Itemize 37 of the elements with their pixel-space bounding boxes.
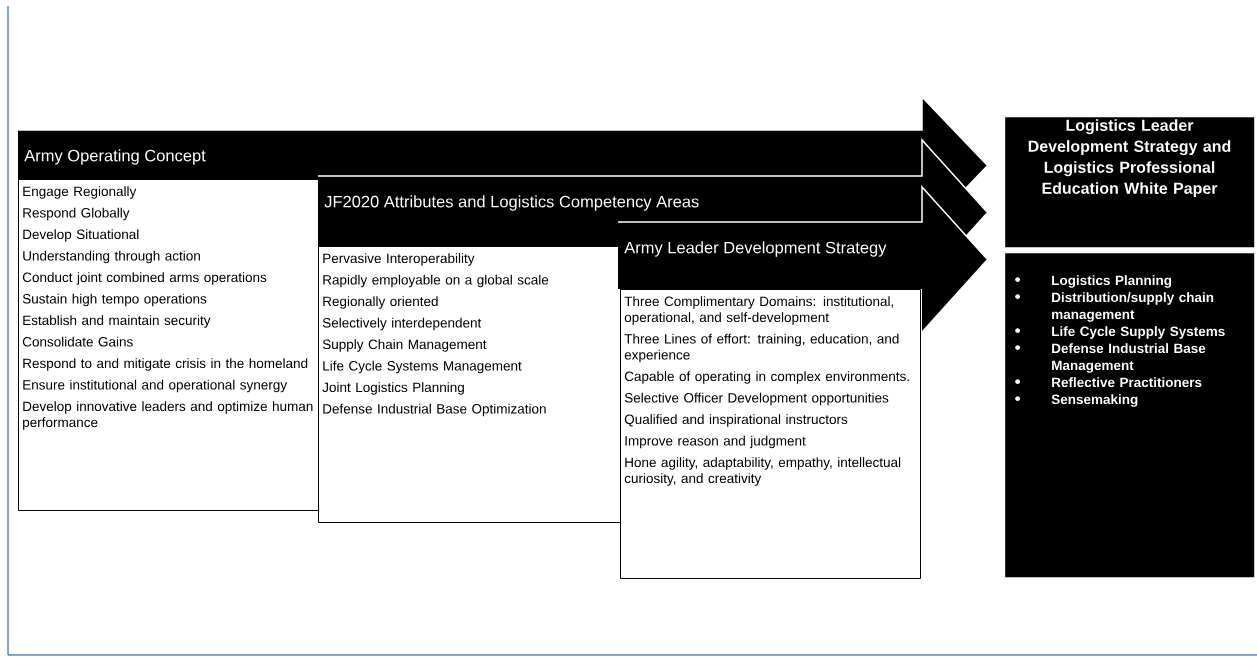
list-item: Respond to and mitigate crisis in the homeland: [23, 358, 308, 371]
list-item: Consolidate Gains: [22, 336, 133, 347]
list-item: Establish and maintain security: [23, 315, 211, 328]
list-item: Improve reason and judgment: [625, 435, 806, 449]
list-box: [620, 289, 921, 579]
list-item: Supply Chain Management: [322, 339, 487, 352]
list-item: Life Cycle Supply Systems: [1052, 326, 1225, 339]
list-item: Sustain high tempo operations: [22, 293, 207, 307]
list-item: Hone agility, adaptability, empathy, intellectual curiosity, and creativity: [624, 457, 901, 486]
list-box: [18, 179, 319, 511]
list-item: Understanding through action: [23, 250, 200, 264]
list-item: Qualified and inspirational instructors: [624, 414, 848, 427]
list-box: [318, 246, 621, 523]
list-item: Life Cycle Systems Management: [323, 360, 522, 374]
list-item: Respond Globally: [23, 207, 130, 221]
list-item: Selectively interdependent: [322, 317, 482, 331]
list-item: Develop innovative leaders and optimize human performance: [23, 401, 313, 430]
list-item: Defense Industrial Base Management: [1052, 343, 1206, 373]
node-label: Army Operating Concept: [24, 149, 206, 165]
list-item: Pervasive Interoperability: [323, 253, 475, 266]
list-item: Distribution/supply chain management: [1052, 292, 1214, 322]
title-box: Logistics Leader Development Strategy and Logistics Professional Education White Paper: [1005, 117, 1255, 248]
list-item: Defense Industrial Base Optimization: [323, 403, 546, 417]
node-label: Army Leader Development Strategy: [624, 241, 887, 257]
list-item: Logistics Planning: [1052, 275, 1172, 288]
list-item: Conduct joint combined arms operations: [22, 272, 267, 285]
list-item: Ensure institutional and operational synergy: [23, 379, 288, 393]
list-item: Three Complimentary Domains: institutional, operational, and self-development: [624, 296, 894, 325]
list-item: Regionally oriented: [323, 296, 438, 309]
list-item: Sensemaking: [1051, 394, 1138, 407]
list-item: Joint Logistics Planning: [322, 382, 464, 395]
list-item: Three Lines of effort: training, education, and experience: [624, 333, 899, 363]
list-box: [1005, 253, 1255, 578]
list-item: Selective Officer Development opportunities: [624, 392, 889, 406]
list-item: Reflective Practitioners: [1052, 377, 1202, 388]
list-item: Engage Regionally: [23, 186, 137, 199]
list-item: Capable of operating in complex environments.: [624, 371, 909, 384]
